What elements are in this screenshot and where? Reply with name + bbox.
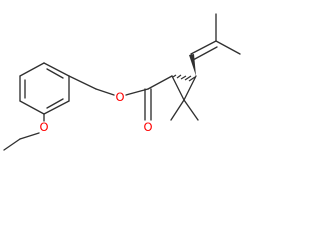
methyl-bond <box>215 40 241 55</box>
molecular-structure-diagram: O O O <box>3 13 241 151</box>
carbonyl-group: O <box>143 88 153 134</box>
isobutenyl-group <box>190 13 241 61</box>
benzene-double-bond <box>46 98 64 109</box>
ethyl-bond <box>3 138 21 151</box>
benzene-double-bond <box>46 68 64 79</box>
cyclopropane-ring <box>147 54 199 121</box>
benzene-bond <box>19 62 45 77</box>
cyclopropane-bond <box>171 75 185 101</box>
carbonyl-to-ring-bond <box>147 75 173 90</box>
benzene-bond <box>43 100 70 115</box>
vinyl-double-bond <box>190 40 217 55</box>
ester-linkage: O <box>68 75 149 104</box>
ring-to-ch2-bond <box>68 75 97 90</box>
ether-oxygen-label: O <box>39 120 48 134</box>
wedge-bond <box>189 54 196 76</box>
methyl-bond <box>170 99 185 121</box>
ethoxy-group: O <box>3 113 49 151</box>
hashed-bond <box>172 74 196 82</box>
benzene-ring <box>19 62 70 115</box>
benzene-bond <box>19 100 45 115</box>
oxygen-to-ethyl-bond <box>19 132 40 140</box>
ch2-to-oxygen-bond <box>95 88 115 96</box>
cyclopropane-bond <box>183 75 197 101</box>
methyl-bond <box>183 99 199 121</box>
vinyl-double-bond <box>192 46 218 61</box>
carbonyl-oxygen-label: O <box>143 120 152 134</box>
benzene-bond <box>43 62 70 77</box>
ester-oxygen-label: O <box>115 90 124 104</box>
